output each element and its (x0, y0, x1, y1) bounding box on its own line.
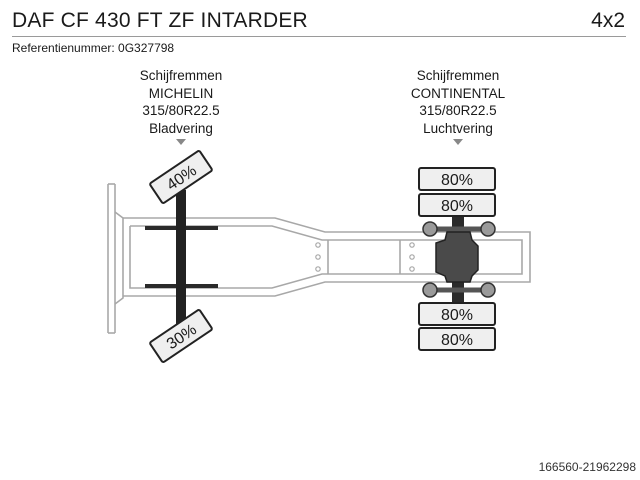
vehicle-title: DAF CF 430 FT ZF INTARDER (12, 9, 308, 32)
rear-axle-info: Schijfremmen CONTINENTAL 315/80R22.5 Luc… (378, 67, 538, 137)
rear-tyre-left-outer: 80% (418, 167, 496, 191)
front-brake-type: Schijfremmen (139, 68, 223, 83)
rear-suspension: Luchtvering (423, 120, 493, 136)
rear-tyre-size: 315/80R22.5 (419, 103, 497, 118)
footer-id: 166560-21962298 (538, 460, 636, 474)
axle-configuration: 4x2 (591, 9, 625, 32)
front-tyre-size: 315/80R22.5 (142, 103, 220, 118)
rear-brake-type: Schijfremmen (416, 68, 500, 83)
differential-housing (435, 231, 479, 283)
rear-tyre-right-inner: 80% (418, 302, 496, 326)
rear-right-outer-tread: 80% (441, 332, 473, 349)
rear-tyre-brand: CONTINENTAL (410, 85, 506, 101)
rear-left-inner-tread: 80% (441, 198, 473, 215)
front-tyre-brand: MICHELIN (148, 85, 214, 101)
front-suspension: Bladvering (149, 120, 213, 136)
rear-tyre-right-outer: 80% (418, 327, 496, 351)
rear-axle-pointer-icon (453, 139, 463, 145)
rear-tyre-left-inner: 80% (418, 193, 496, 217)
rear-left-outer-tread: 80% (441, 172, 473, 189)
rear-axle (422, 196, 496, 318)
front-axle-info: Schijfremmen MICHELIN 315/80R22.5 Bladve… (101, 67, 261, 137)
rear-right-inner-tread: 80% (441, 307, 473, 324)
header-divider (12, 36, 626, 37)
chassis-holes (315, 242, 415, 272)
front-axle (145, 190, 218, 324)
front-axle-pointer-icon (176, 139, 186, 145)
reference-number: Referentienummer: 0G327798 (12, 41, 175, 55)
